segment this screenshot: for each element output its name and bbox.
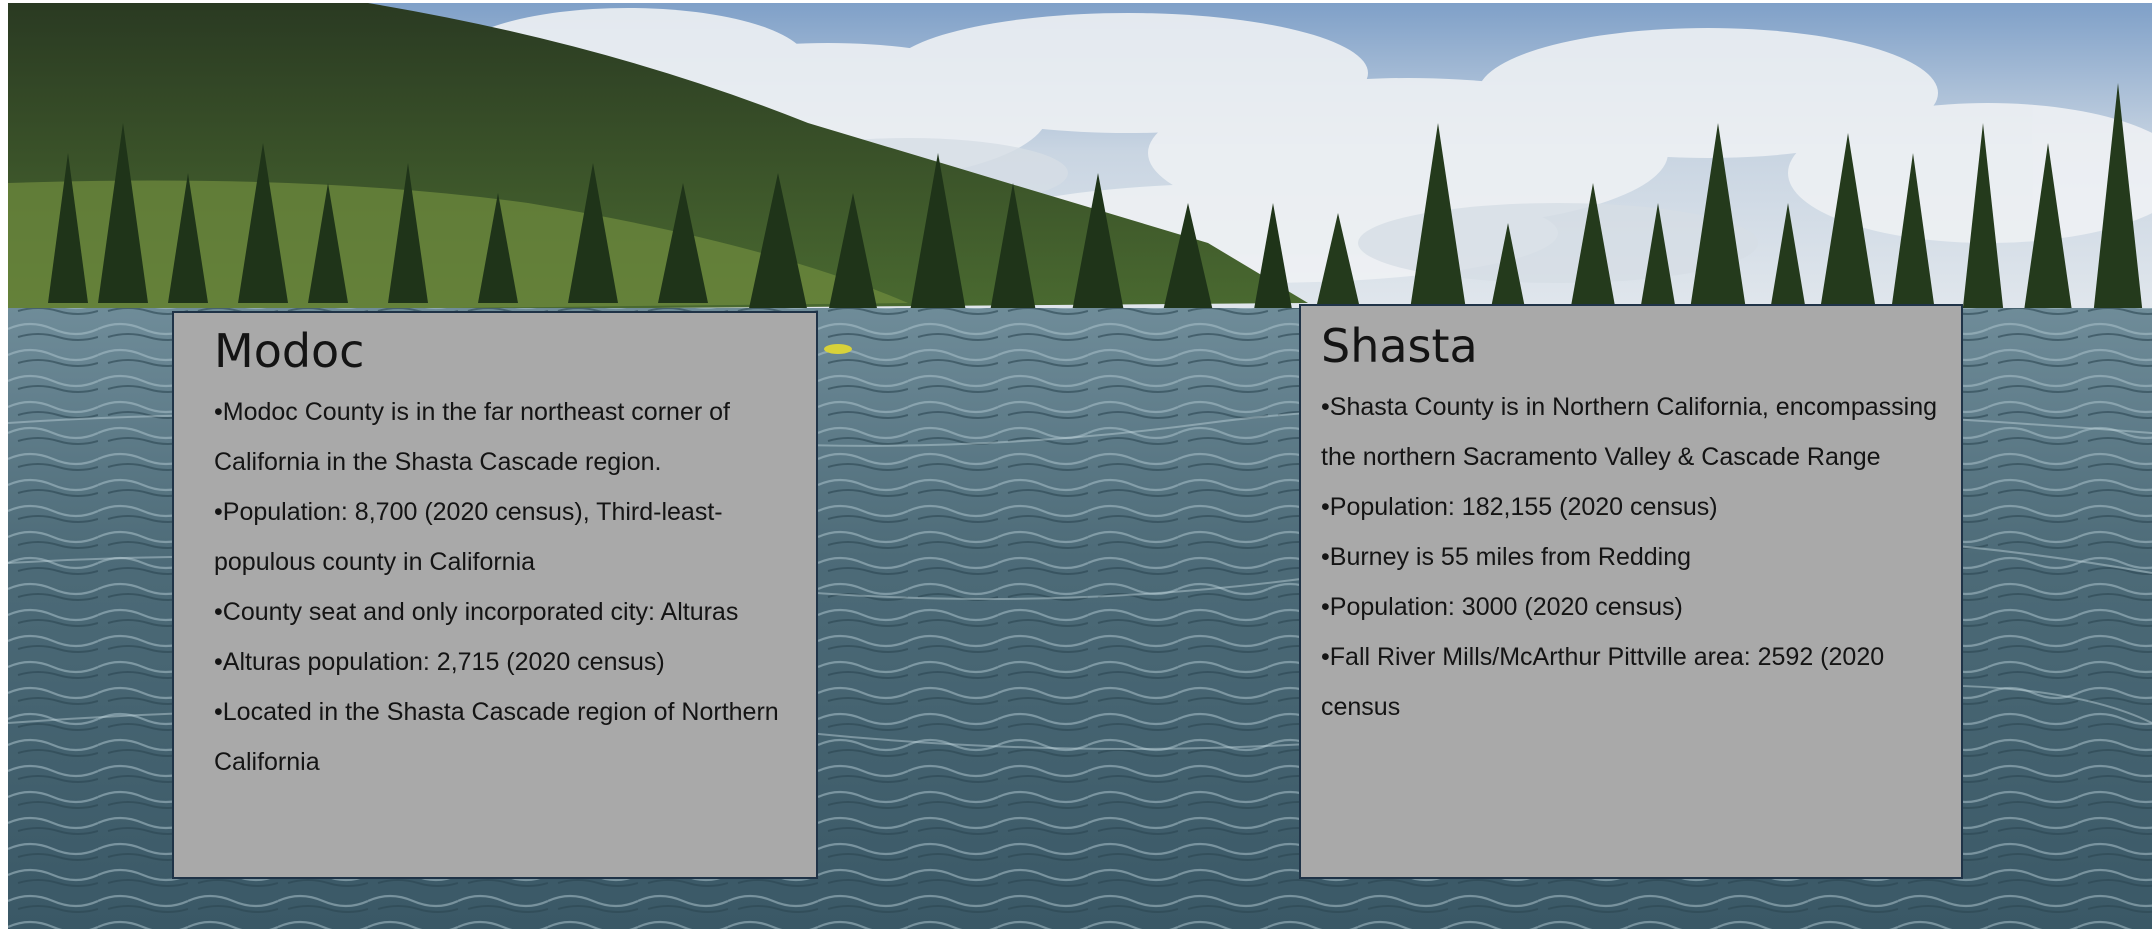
modoc-bullet: County seat and only incorporated city: … — [214, 587, 796, 637]
modoc-info-card: Modoc Modoc County is in the far northea… — [172, 311, 818, 879]
modoc-bullet-list: Modoc County is in the far northeast cor… — [214, 387, 796, 787]
shasta-info-card: Shasta Shasta County is in Northern Cali… — [1299, 304, 1963, 879]
shasta-title: Shasta — [1321, 319, 1478, 373]
modoc-bullet: Alturas population: 2,715 (2020 census) — [214, 637, 796, 687]
shasta-bullet-list: Shasta County is in Northern California,… — [1321, 382, 1941, 732]
modoc-bullet: Located in the Shasta Cascade region of … — [214, 687, 796, 787]
shasta-bullet: Fall River Mills/McArthur Pittville area… — [1321, 632, 1941, 732]
shasta-bullet: Shasta County is in Northern California,… — [1321, 382, 1941, 482]
shasta-bullet: Burney is 55 miles from Redding — [1321, 532, 1941, 582]
shasta-bullet: Population: 182,155 (2020 census) — [1321, 482, 1941, 532]
modoc-bullet: Modoc County is in the far northeast cor… — [214, 387, 796, 487]
shasta-bullet: Population: 3000 (2020 census) — [1321, 582, 1941, 632]
modoc-title: Modoc — [214, 324, 365, 378]
modoc-bullet: Population: 8,700 (2020 census), Third-l… — [214, 487, 796, 587]
